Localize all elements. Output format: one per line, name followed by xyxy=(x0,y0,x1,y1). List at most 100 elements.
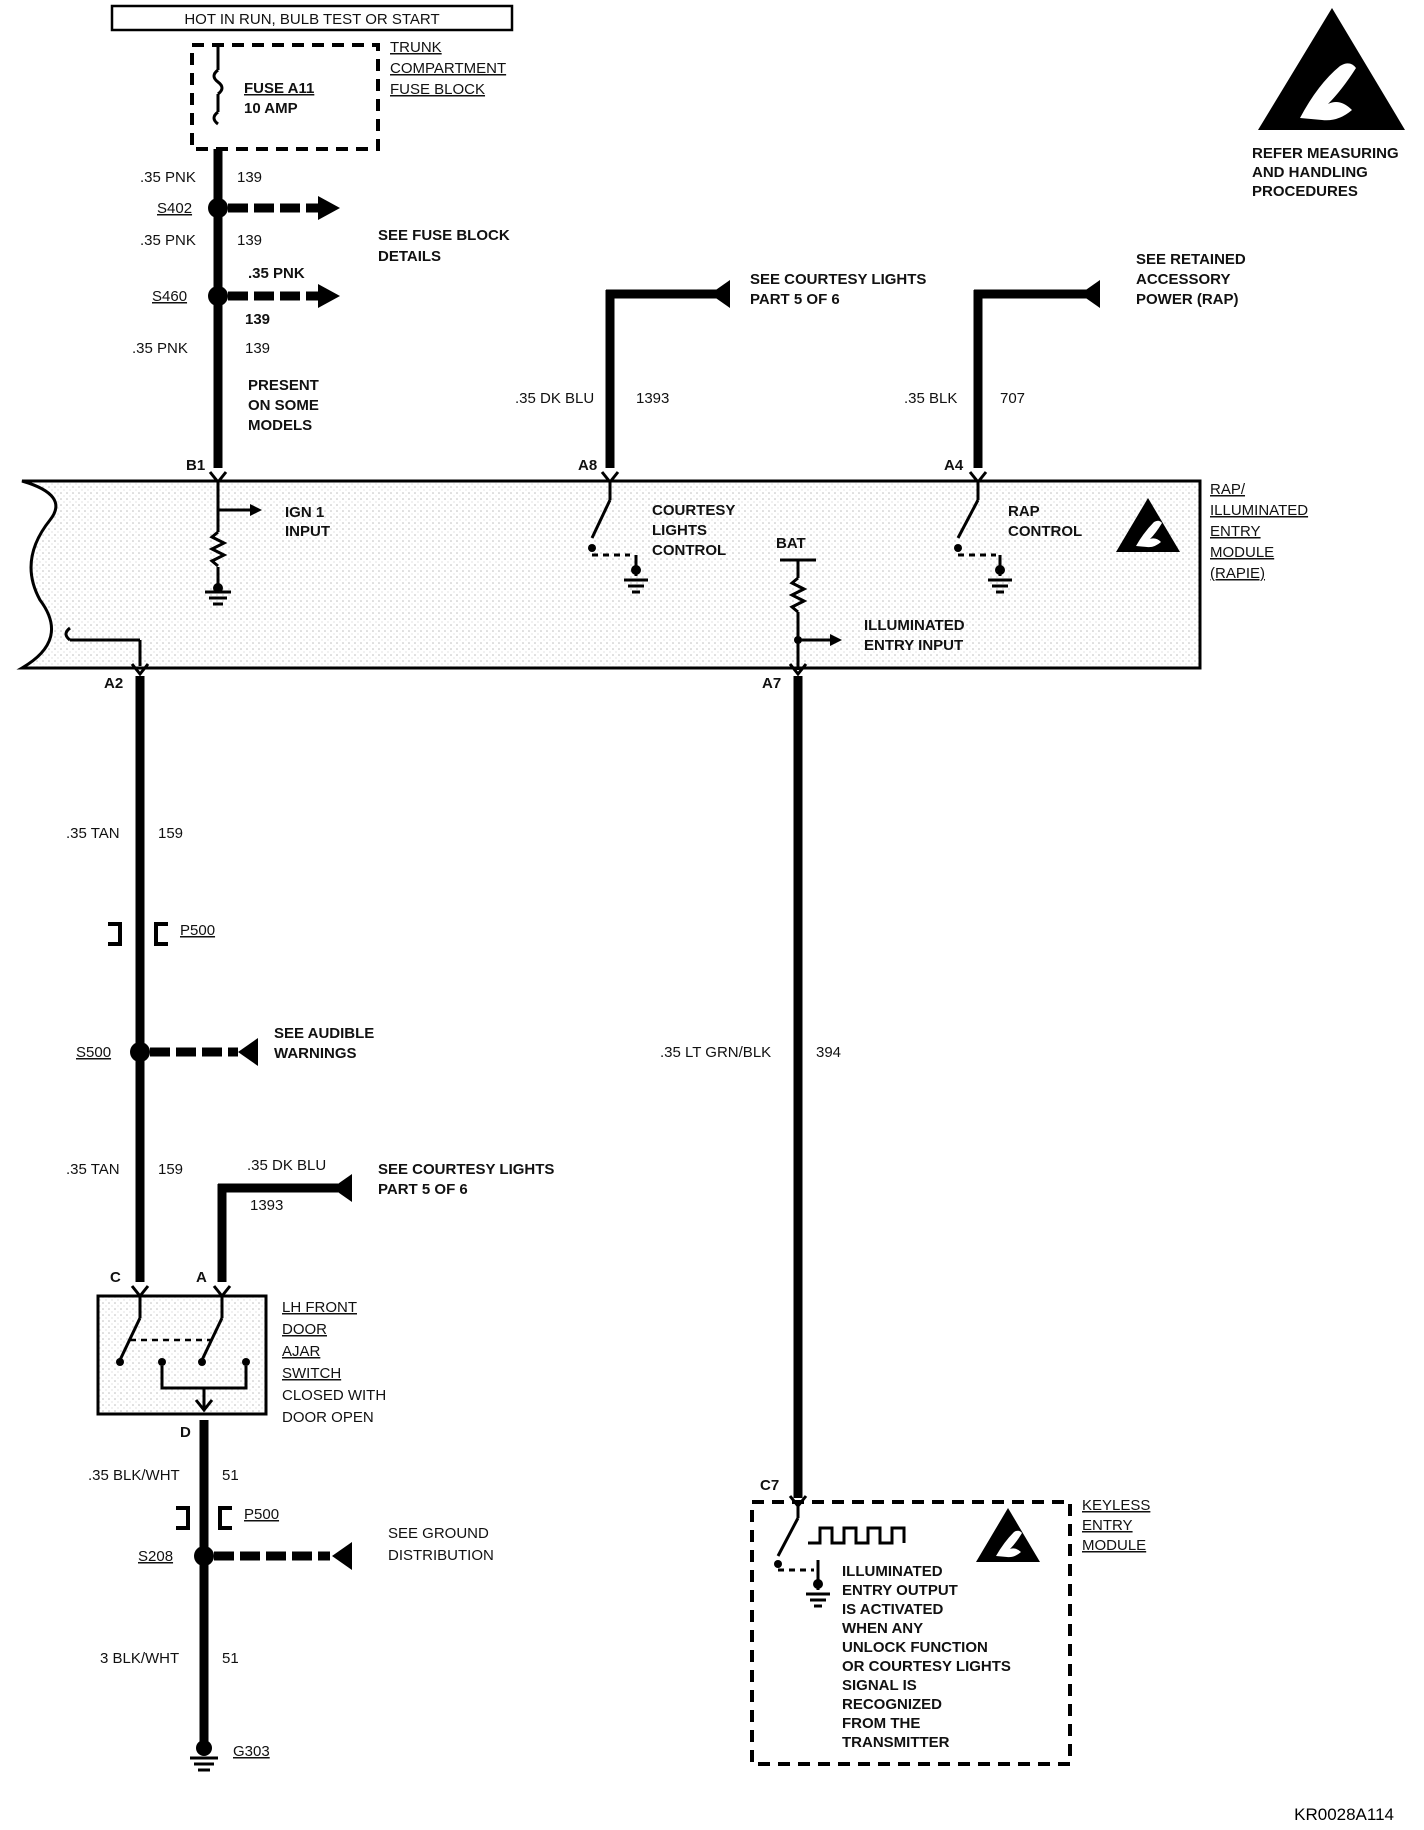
svg-text:.35 PNK: .35 PNK xyxy=(140,232,196,249)
a8-courtesy-wire: SEE COURTESY LIGHTS PART 5 OF 6 .35 DK B… xyxy=(515,271,926,468)
svg-text:S208: S208 xyxy=(138,1548,173,1565)
splice-s402 xyxy=(208,198,228,218)
svg-text:.35 TAN: .35 TAN xyxy=(66,825,120,842)
svg-text:ENTRY: ENTRY xyxy=(1082,1517,1133,1534)
svg-text:S460: S460 xyxy=(152,288,187,305)
svg-text:DETAILS: DETAILS xyxy=(378,248,441,265)
svg-text:FUSE BLOCK: FUSE BLOCK xyxy=(390,81,485,98)
keyless-module-name: KEYLESS ENTRY MODULE xyxy=(1082,1497,1150,1554)
svg-text:SEE RETAINED: SEE RETAINED xyxy=(1136,251,1246,268)
svg-text:(RAPIE): (RAPIE) xyxy=(1210,565,1265,582)
svg-text:.35 TAN: .35 TAN xyxy=(66,1161,120,1178)
svg-text:CONTROL: CONTROL xyxy=(652,542,726,559)
ign-resistor-icon xyxy=(208,530,228,568)
svg-text:SEE GROUND: SEE GROUND xyxy=(388,1525,489,1542)
svg-text:COMPARTMENT: COMPARTMENT xyxy=(390,60,506,77)
svg-text:ENTRY INPUT: ENTRY INPUT xyxy=(864,637,963,654)
door-switch-name: LH FRONT DOOR AJAR SWITCH CLOSED WITH DO… xyxy=(282,1299,386,1426)
keyless-esd-icon xyxy=(976,1508,1040,1562)
svg-text:ENTRY OUTPUT: ENTRY OUTPUT xyxy=(842,1582,958,1599)
courtesy-switch-icon xyxy=(590,499,612,539)
fuse-block-title: TRUNK COMPARTMENT FUSE BLOCK xyxy=(390,39,506,98)
svg-text:LIGHTS: LIGHTS xyxy=(652,522,707,539)
svg-text:C: C xyxy=(110,1269,121,1286)
svg-text:P500: P500 xyxy=(244,1506,279,1523)
svg-text:159: 159 xyxy=(158,1161,183,1178)
svg-text:ILLUMINATED: ILLUMINATED xyxy=(842,1563,943,1580)
connector-p500-b xyxy=(176,1506,190,1530)
svg-text:SEE COURTESY LIGHTS: SEE COURTESY LIGHTS xyxy=(378,1161,554,1178)
svg-text:SWITCH: SWITCH xyxy=(282,1365,341,1382)
courtesy-connector-icon xyxy=(710,280,730,308)
svg-text:PART 5 OF 6: PART 5 OF 6 xyxy=(378,1181,468,1198)
svg-text:3 BLK/WHT: 3 BLK/WHT xyxy=(100,1650,179,1667)
svg-text:CLOSED WITH: CLOSED WITH xyxy=(282,1387,386,1404)
svg-text:FROM THE: FROM THE xyxy=(842,1715,920,1732)
rap-switch-icon xyxy=(956,499,980,539)
svg-text:IS ACTIVATED: IS ACTIVATED xyxy=(842,1601,944,1618)
svg-text:POWER (RAP): POWER (RAP) xyxy=(1136,291,1239,308)
ground-g303-icon xyxy=(196,1740,212,1756)
keyless-entry-module: C7 ILLUMINATED ENTRY OUTPUT IS ACTIVATED… xyxy=(750,1477,1072,1766)
svg-text:A8: A8 xyxy=(578,457,597,474)
ground-dist-connector-icon xyxy=(332,1542,352,1570)
svg-text:RAP: RAP xyxy=(1008,503,1040,520)
audible-connector-icon xyxy=(238,1038,258,1066)
svg-text:AJAR: AJAR xyxy=(282,1343,321,1360)
svg-text:RECOGNIZED: RECOGNIZED xyxy=(842,1696,942,1713)
svg-text:WHEN ANY: WHEN ANY xyxy=(842,1620,923,1637)
svg-text:ILLUMINATED: ILLUMINATED xyxy=(1210,502,1308,519)
svg-text:S402: S402 xyxy=(157,200,192,217)
svg-text:CONTROL: CONTROL xyxy=(1008,523,1082,540)
svg-text:DISTRIBUTION: DISTRIBUTION xyxy=(388,1547,494,1564)
rapie-module: B1 A8 A4 IGN 1 INPUT COURTESY LIGHTS CON… xyxy=(16,457,1202,677)
bat-resistor-icon xyxy=(788,576,808,614)
svg-text:S500: S500 xyxy=(76,1044,111,1061)
svg-text:G303: G303 xyxy=(233,1743,270,1760)
svg-text:139: 139 xyxy=(245,340,270,357)
svg-text:.35 PNK: .35 PNK xyxy=(140,169,196,186)
svg-text:OR COURTESY LIGHTS: OR COURTESY LIGHTS xyxy=(842,1658,1011,1675)
b1-power-wire: .35 PNK 139 S402 .35 PNK 139 SEE FUSE BL… xyxy=(132,149,510,468)
pin-a7: A7 xyxy=(762,675,781,692)
svg-text:ILLUMINATED: ILLUMINATED xyxy=(864,617,965,634)
svg-text:INPUT: INPUT xyxy=(285,523,330,540)
fuse-a11-icon xyxy=(212,68,224,96)
svg-text:PRESENT: PRESENT xyxy=(248,377,319,394)
svg-text:IGN 1: IGN 1 xyxy=(285,504,324,521)
splice-s460 xyxy=(208,286,228,306)
module-esd-icon xyxy=(1116,498,1180,552)
svg-text:ENTRY: ENTRY xyxy=(1210,523,1261,540)
pulse-signal-icon xyxy=(808,1526,906,1545)
door-ajar-switch: C A D xyxy=(96,1269,268,1441)
power-label-box: HOT IN RUN, BULB TEST OR START xyxy=(110,4,514,32)
svg-text:DOOR OPEN: DOOR OPEN xyxy=(282,1409,374,1426)
svg-text:RAP/: RAP/ xyxy=(1210,481,1246,498)
svg-text:159: 159 xyxy=(158,825,183,842)
keyless-switch-icon xyxy=(776,1517,800,1557)
connector-p500-a xyxy=(108,922,122,946)
svg-text:.35 LT GRN/BLK: .35 LT GRN/BLK xyxy=(660,1044,771,1061)
svg-text:P500: P500 xyxy=(180,922,215,939)
splice-s208 xyxy=(194,1546,214,1566)
fuse-name: FUSE A11 xyxy=(244,80,314,97)
svg-text:ACCESSORY: ACCESSORY xyxy=(1136,271,1230,288)
a2-tan-wire: .35 TAN 159 P500 S500 SEE AUDIBLE WARNIN… xyxy=(66,676,374,1282)
svg-text:.35 BLK: .35 BLK xyxy=(904,390,957,407)
svg-text:MODULE: MODULE xyxy=(1210,544,1274,561)
power-label: HOT IN RUN, BULB TEST OR START xyxy=(184,11,439,28)
svg-text:B1: B1 xyxy=(186,457,205,474)
svg-text:.35 BLK/WHT: .35 BLK/WHT xyxy=(88,1467,180,1484)
svg-text:TRANSMITTER: TRANSMITTER xyxy=(842,1734,950,1751)
esd-hand-icon xyxy=(1258,8,1405,130)
s460-arrow-icon xyxy=(318,284,340,308)
svg-text:BAT: BAT xyxy=(776,535,806,552)
svg-text:C7: C7 xyxy=(760,1477,779,1494)
svg-text:1393: 1393 xyxy=(636,390,669,407)
svg-text:REFER MEASURING: REFER MEASURING xyxy=(1252,145,1399,162)
trunk-fuse-block: FUSE A11 10 AMP xyxy=(190,43,380,151)
a4-rap-wire: SEE RETAINED ACCESSORY POWER (RAP) .35 B… xyxy=(904,251,1246,468)
fuse-rating: 10 AMP xyxy=(244,100,298,117)
splice-s500 xyxy=(130,1042,150,1062)
